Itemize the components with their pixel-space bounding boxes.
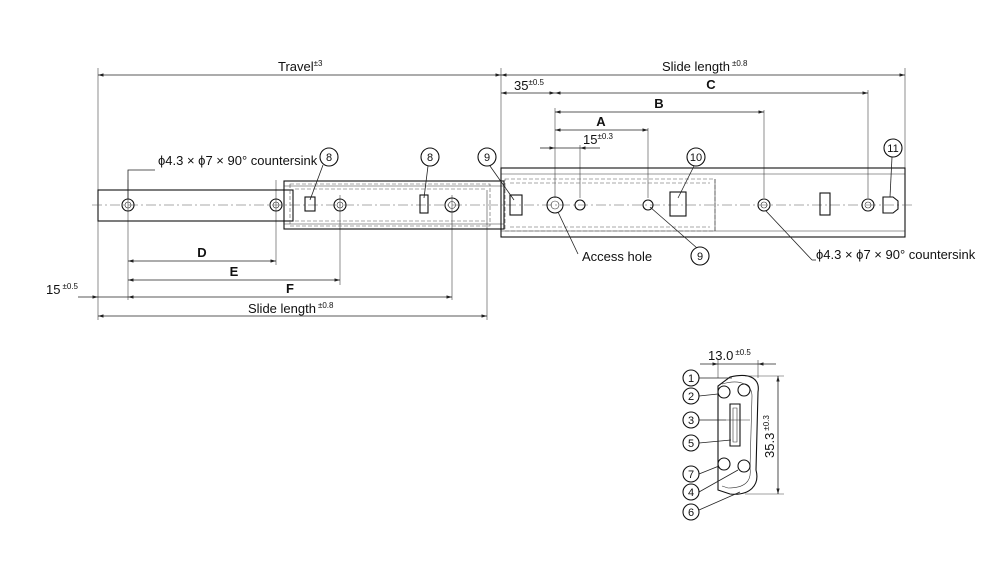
svg-text:3: 3 xyxy=(688,415,694,427)
section-callout-4: 4 xyxy=(682,469,739,501)
dimension-d: D xyxy=(128,245,276,263)
svg-text:ϕ4.3 × ϕ7 × 90° countersink: ϕ4.3 × ϕ7 × 90° countersink xyxy=(158,153,318,168)
svg-text:9: 9 xyxy=(697,251,703,263)
slide-length-bottom-label: Slide length xyxy=(248,301,316,316)
section-height-label: 35.3 xyxy=(762,433,777,458)
dimension-slide-length-top: Slide length±0.8 xyxy=(501,59,905,77)
dimension-c: C xyxy=(555,77,868,95)
dim-d-label: D xyxy=(197,245,206,260)
dimension-15-outer: 15±0.5 xyxy=(46,282,128,299)
svg-text:10: 10 xyxy=(690,152,702,164)
section-width-tol: ±0.5 xyxy=(735,348,751,357)
section-width-label: 13.0 xyxy=(708,348,733,363)
svg-text:13.0±0.5: 13.0±0.5 xyxy=(708,348,751,363)
dim-f-label: F xyxy=(286,281,294,296)
svg-text:Access hole: Access hole xyxy=(582,249,652,264)
travel-tol: ±3 xyxy=(314,59,323,68)
svg-text:9: 9 xyxy=(484,152,490,164)
dimension-a: A xyxy=(555,114,648,132)
slide-length-top-tol: ±0.8 xyxy=(732,59,748,68)
section-callout-7: 7 xyxy=(682,465,720,483)
dim-35-tol: ±0.5 xyxy=(528,78,544,87)
dimension-slide-length-bottom: Slide length±0.8 xyxy=(98,301,487,318)
svg-text:Travel±3: Travel±3 xyxy=(278,59,323,74)
slide-top-view xyxy=(92,167,912,238)
svg-text:1: 1 xyxy=(688,373,694,385)
dimension-e: E xyxy=(128,264,340,282)
dimension-15-inner: 15±0.3 xyxy=(540,132,614,150)
dimension-35: 35±0.5 xyxy=(501,78,555,95)
dim-15-inner-label: 15 xyxy=(583,132,597,147)
svg-text:4: 4 xyxy=(688,487,694,499)
dim-c-label: C xyxy=(706,77,716,92)
dimension-f: F xyxy=(128,281,452,299)
dimension-b: B xyxy=(555,96,764,114)
callout-9-top: 9 xyxy=(477,147,515,201)
section-height-tol: ±0.3 xyxy=(762,415,771,431)
svg-text:8: 8 xyxy=(326,152,332,164)
svg-text:2: 2 xyxy=(688,391,694,403)
dim-e-label: E xyxy=(230,264,239,279)
svg-text:35.3±0.3: 35.3 ±0.3 xyxy=(762,415,777,458)
callout-8-right: 8 xyxy=(420,147,440,199)
dim-15-outer-label: 15 xyxy=(46,282,60,297)
svg-text:5: 5 xyxy=(688,438,694,450)
callout-11: 11 xyxy=(883,138,903,198)
note-countersink-right: ϕ4.3 × ϕ7 × 90° countersink xyxy=(765,210,976,262)
slide-section-view xyxy=(717,374,759,495)
section-callout-3: 3 xyxy=(682,411,726,429)
svg-text:ϕ4.3 × ϕ7 × 90° countersink: ϕ4.3 × ϕ7 × 90° countersink xyxy=(816,247,976,262)
dim-15-inner-tol: ±0.3 xyxy=(597,132,613,141)
svg-text:7: 7 xyxy=(688,469,694,481)
section-callout-5: 5 xyxy=(682,434,732,452)
note-access-hole: Access hole xyxy=(557,211,652,264)
section-callout-1: 1 xyxy=(682,369,732,387)
callout-8-left: 8 xyxy=(309,147,339,201)
dim-15-outer-tol: ±0.5 xyxy=(62,282,78,291)
svg-text:15±0.5: 15±0.5 xyxy=(46,282,79,297)
note-countersink-left: ϕ4.3 × ϕ7 × 90° countersink xyxy=(127,153,318,199)
dimension-travel: Travel±3 xyxy=(98,59,501,77)
callout-10: 10 xyxy=(677,147,706,199)
svg-text:Slide length±0.8: Slide length±0.8 xyxy=(248,301,334,316)
svg-text:Slide length±0.8: Slide length±0.8 xyxy=(662,59,748,74)
slide-length-top-label: Slide length xyxy=(662,59,730,74)
section-callout-6: 6 xyxy=(682,491,741,521)
section-width-dim: 13.0±0.5 xyxy=(700,348,776,378)
section-callout-2: 2 xyxy=(682,387,719,405)
svg-text:15±0.3: 15±0.3 xyxy=(583,132,614,147)
slide-length-bottom-tol: ±0.8 xyxy=(318,301,334,310)
dim-b-label: B xyxy=(654,96,663,111)
svg-text:35±0.5: 35±0.5 xyxy=(514,78,545,93)
svg-text:8: 8 xyxy=(427,152,433,164)
dim-35-label: 35 xyxy=(514,78,528,93)
section-height-dim: 35.3 ±0.3 xyxy=(745,375,784,495)
svg-text:11: 11 xyxy=(887,143,898,155)
travel-label: Travel xyxy=(278,59,314,74)
callout-9-bottom: 9 xyxy=(649,206,710,266)
svg-text:6: 6 xyxy=(688,507,694,519)
dim-a-label: A xyxy=(596,114,606,129)
extension-lines xyxy=(97,68,906,320)
